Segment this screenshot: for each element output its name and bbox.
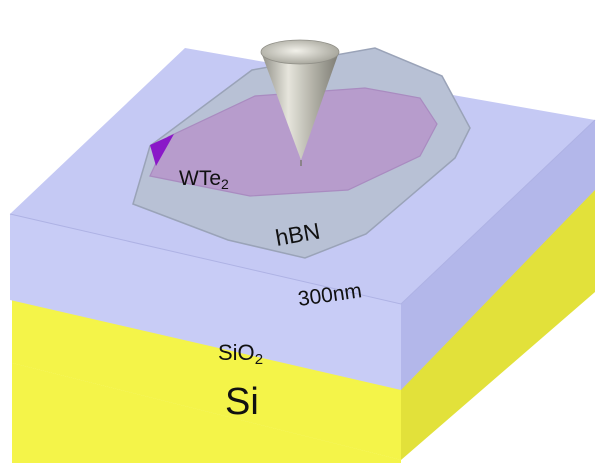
si-label: Si	[225, 381, 259, 423]
afm-tip-cone-icon	[260, 39, 340, 166]
wte2-flake	[149, 87, 438, 197]
sio2-side-face	[401, 120, 595, 390]
sio2-label: SiO2	[218, 340, 263, 368]
sio2-front-face	[10, 214, 401, 390]
si-side-face	[401, 176, 595, 460]
wedge-marker-icon	[150, 134, 174, 166]
si-front-face-main	[12, 363, 401, 463]
wte2-label: WTe2	[179, 167, 229, 192]
sio2-top-edge-line	[9, 119, 596, 305]
